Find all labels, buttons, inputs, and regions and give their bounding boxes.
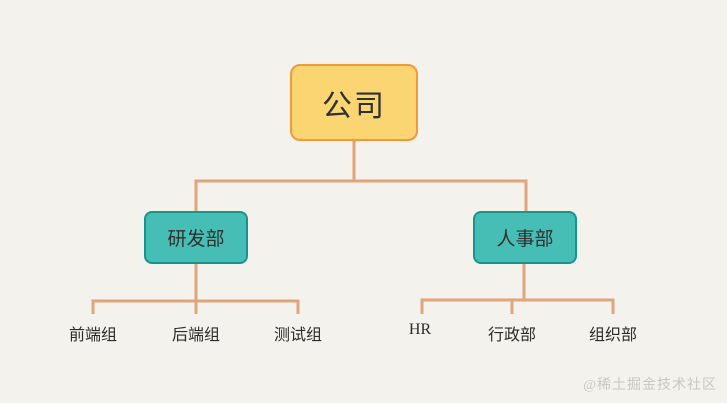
node-company: 公司 [290,64,418,141]
leaf-testing-group: 测试组 [273,327,323,344]
watermark: @稀土掘金技术社区 [583,378,717,393]
connector-group [91,141,615,314]
leaf-admin-department: 行政部 [487,327,537,344]
hr-subtree-connector [420,264,615,314]
leaf-organization-department: 组织部 [588,327,638,344]
node-hr-department: 人事部 [473,211,577,264]
leaf-hr-group: HR [408,321,432,338]
rnd-subtree-connector [91,264,300,314]
leaf-frontend-group: 前端组 [68,327,118,344]
node-company-label: 公司 [322,89,386,123]
node-hr-department-label: 人事部 [496,229,554,250]
node-rnd-department-label: 研发部 [167,229,225,250]
leaf-backend-group: 后端组 [171,327,221,344]
node-rnd-department: 研发部 [144,211,248,264]
root-to-departments-connector [194,141,528,211]
